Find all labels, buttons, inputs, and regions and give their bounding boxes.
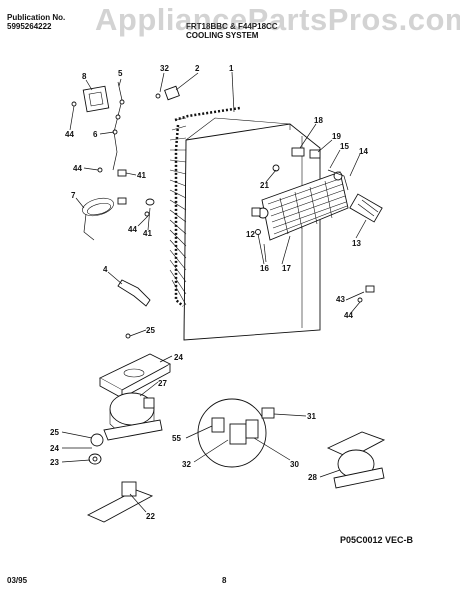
- callout-43-b: 41: [143, 229, 152, 238]
- callout-28: 28: [308, 473, 317, 482]
- callout-17: 17: [282, 264, 291, 273]
- footer-date: 03/95: [7, 576, 28, 585]
- callout-29: 27: [158, 379, 167, 388]
- callout-55: 55: [172, 434, 181, 443]
- callout-2: 2: [195, 64, 200, 73]
- callout-24: 24: [50, 444, 59, 453]
- callout-labels: 8 5 32 2 1 44 6 44 41 7 44 41 4 18 19 15…: [50, 64, 368, 521]
- callout-27: 25: [146, 326, 155, 335]
- publication-label: Publication No.: [7, 13, 66, 22]
- callout-25: 25: [50, 428, 59, 437]
- callout-7: 7: [71, 191, 76, 200]
- bracket-drawing: [86, 489, 154, 523]
- publication-number: 5995264222: [7, 22, 52, 31]
- cabinet-drawing: [169, 106, 321, 341]
- callout-4: 4: [103, 265, 108, 274]
- section-title: COOLING SYSTEM: [186, 31, 259, 40]
- callout-5: 5: [118, 69, 123, 78]
- callout-45-b: 44: [73, 164, 82, 173]
- callout-12: 12: [246, 230, 255, 239]
- callout-19: 19: [332, 132, 341, 141]
- diagram-code: P05C0012 VEC-B: [340, 535, 414, 545]
- callout-23: 23: [50, 458, 59, 467]
- callout-8: 8: [82, 72, 87, 81]
- callout-41: 32: [160, 64, 169, 73]
- callout-15: 15: [340, 142, 349, 151]
- callout-44: 43: [336, 295, 345, 304]
- wire-harness-drawing: [112, 81, 123, 171]
- callout-45-a: 44: [65, 130, 74, 139]
- part-8-drawing: [82, 85, 110, 113]
- callout-43-a: 41: [137, 171, 146, 180]
- part-4-drawing: [117, 279, 151, 307]
- callout-31: 31: [307, 412, 316, 421]
- callout-26: 24: [174, 353, 183, 362]
- watermark: AppliancePartsPros.com: [95, 2, 460, 37]
- callout-21: 21: [260, 181, 269, 190]
- compressor-alt-drawing: [326, 431, 386, 489]
- power-cord-drawing: [82, 197, 114, 217]
- callout-1: 1: [229, 64, 234, 73]
- callout-45-d: 44: [344, 311, 353, 320]
- model-line: FRT18BBC & F44P18CC: [186, 22, 278, 31]
- callout-14: 14: [359, 147, 368, 156]
- callout-32: 32: [182, 460, 191, 469]
- callout-22: 22: [146, 512, 155, 521]
- leader-lines: [61, 71, 367, 513]
- callout-30: 30: [290, 460, 299, 469]
- footer-page: 8: [222, 576, 227, 585]
- callout-45-c: 44: [128, 225, 137, 234]
- callout-6: 6: [93, 130, 98, 139]
- callout-16: 16: [260, 264, 269, 273]
- drain-pan-drawing: [99, 353, 171, 399]
- compressor-drawing: [103, 392, 163, 441]
- callout-13: 13: [352, 239, 361, 248]
- callout-18: 18: [314, 116, 323, 125]
